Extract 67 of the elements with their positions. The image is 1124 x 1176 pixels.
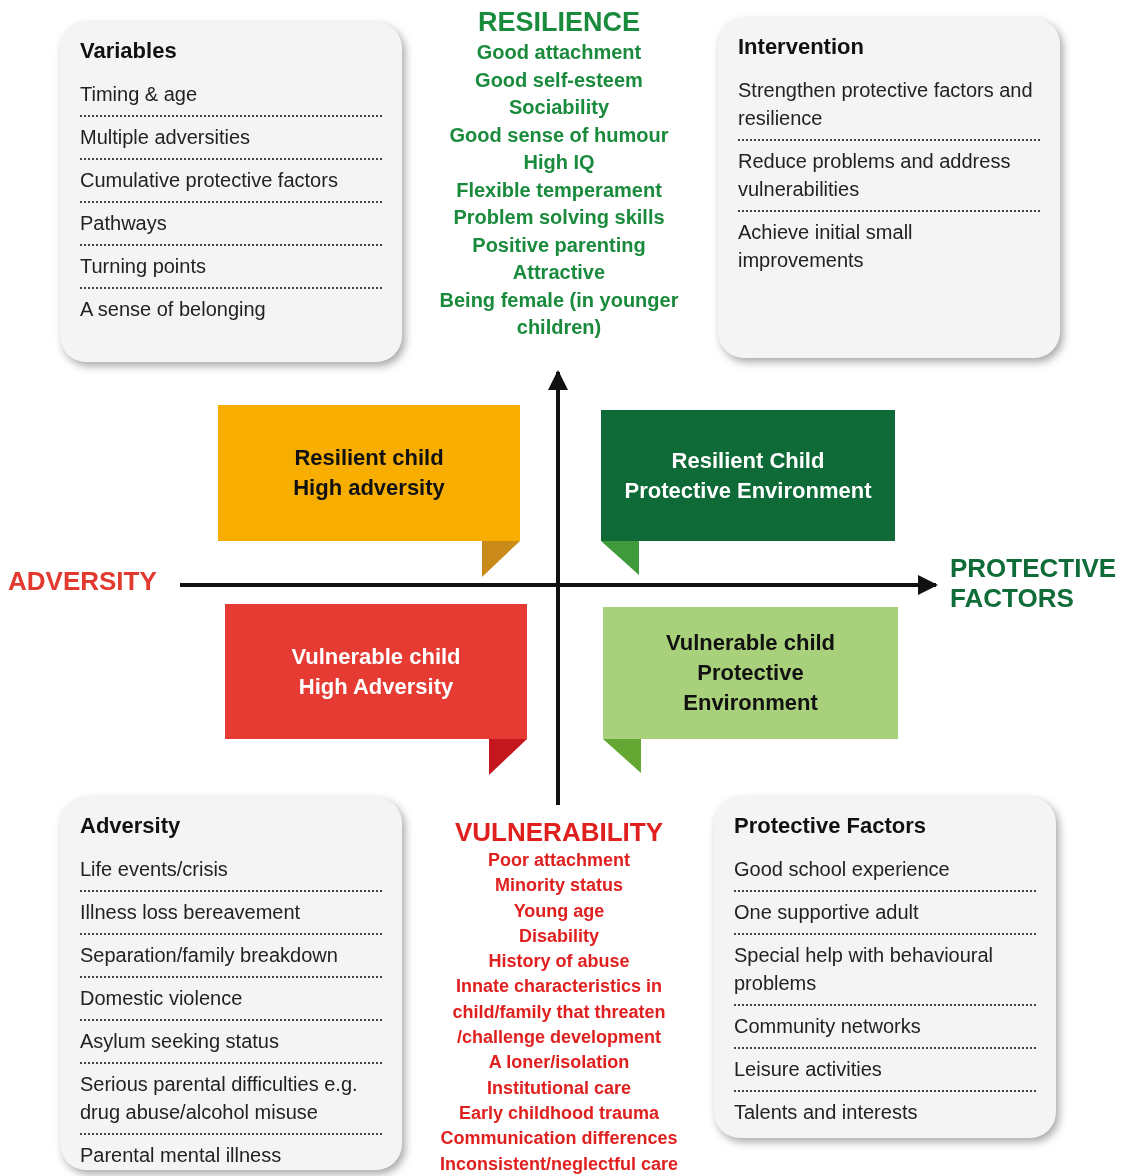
card-heading: Intervention bbox=[738, 34, 865, 60]
list-item: Poor attachment bbox=[487, 849, 631, 872]
info-card bbox=[60, 797, 402, 1170]
list-item: Domestic violence bbox=[80, 978, 382, 1021]
list-item: Timing & age bbox=[80, 74, 382, 117]
list-item: Reduce problems and address vulnerabilities bbox=[738, 141, 1040, 212]
list-item: One supportive adult bbox=[734, 892, 1036, 935]
list-item: Community networks bbox=[734, 1006, 1036, 1049]
callout-text: Protective Environment bbox=[682, 659, 819, 717]
speech-callout bbox=[603, 607, 898, 773]
list-item: Life events/crisis bbox=[80, 849, 382, 892]
list-item: Pathways bbox=[80, 203, 382, 246]
callout-text: Vulnerable child bbox=[665, 629, 836, 657]
list-item: Innate characteristics in child/family that threaten /challenge development bbox=[451, 975, 667, 1050]
list-item: Achieve initial small improvements bbox=[738, 220, 914, 273]
list-item: Serious parental difficulties e.g. drug abuse/alcohol misuse bbox=[80, 1064, 382, 1135]
card-heading: Adversity bbox=[80, 813, 182, 839]
list-item: Minority status bbox=[494, 874, 624, 898]
axis-title: VULNERABILITY bbox=[454, 816, 664, 848]
callout-text: High adversity bbox=[293, 474, 445, 502]
card-heading: Protective Factors bbox=[734, 813, 927, 839]
list-item: Parental mental illness bbox=[80, 1143, 283, 1168]
list-item: Communication differences bbox=[439, 1127, 679, 1151]
list-item: A sense of belonging bbox=[80, 297, 267, 322]
list-item: Being female (in younger children) bbox=[438, 287, 680, 340]
list-item: Sociability bbox=[508, 95, 610, 120]
speech-callout bbox=[218, 405, 520, 577]
list-item: Turning points bbox=[80, 246, 382, 289]
list-item: Young age bbox=[512, 899, 606, 923]
list-item: Multiple adversities bbox=[80, 117, 382, 160]
list-item: Good school experience bbox=[734, 849, 1036, 892]
list-item: Good sense of humour bbox=[448, 122, 670, 148]
list-item: Disability bbox=[518, 924, 600, 948]
list-item: Illness loss bereavement bbox=[80, 892, 382, 935]
list-item: Early childhood trauma bbox=[457, 1101, 660, 1125]
list-item: Problem solving skills bbox=[452, 205, 666, 230]
axis-title: RESILIENCE bbox=[477, 6, 641, 39]
list-item: Attractive bbox=[511, 260, 607, 285]
axis-title: PROTECTIVE FACTORS bbox=[950, 553, 1118, 613]
info-card bbox=[60, 22, 402, 362]
info-card bbox=[718, 18, 1060, 358]
list-item: Positive parenting bbox=[471, 232, 647, 258]
info-card bbox=[714, 797, 1056, 1138]
axis-title: ADVERSITY bbox=[8, 566, 158, 596]
callout-text: High Adversity bbox=[298, 672, 454, 701]
callout-text: Protective Environment bbox=[624, 476, 872, 505]
list-item: Institutional care bbox=[486, 1076, 632, 1100]
list-item: Separation/family breakdown bbox=[80, 935, 382, 978]
callout-text: Resilient Child bbox=[671, 446, 825, 475]
list-item: A loner/isolation bbox=[487, 1051, 631, 1075]
list-item: Flexible temperament bbox=[455, 177, 663, 203]
list-item: Inconsistent/neglectful care bbox=[439, 1152, 679, 1176]
callout-text: Resilient child bbox=[294, 444, 444, 472]
speech-callout bbox=[601, 410, 895, 575]
list-item: Leisure activities bbox=[734, 1049, 1036, 1092]
list-item: Strengthen protective factors and resilience bbox=[738, 70, 1040, 141]
list-item: Cumulative protective factors bbox=[80, 160, 382, 203]
callout-text: Vulnerable child bbox=[291, 642, 461, 671]
list-item: Talents and interests bbox=[734, 1100, 919, 1125]
list-item: History of abuse bbox=[487, 950, 631, 974]
list-item: Good self-esteem bbox=[474, 67, 644, 93]
list-item: Special help with behavioural problems bbox=[734, 935, 1036, 1006]
card-heading: Variables bbox=[80, 38, 178, 64]
list-item: High IQ bbox=[522, 150, 596, 175]
speech-callout bbox=[225, 604, 527, 775]
list-item: Asylum seeking status bbox=[80, 1021, 382, 1064]
list-item: Good attachment bbox=[475, 40, 643, 65]
